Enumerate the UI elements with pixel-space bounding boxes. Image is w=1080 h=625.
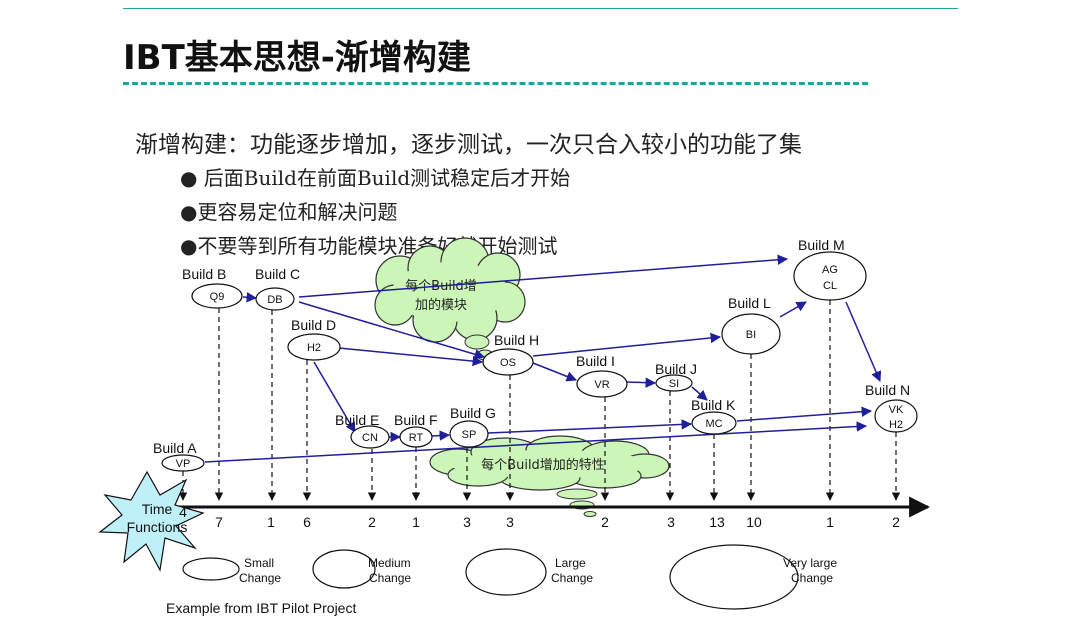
build-e: Build E CN bbox=[335, 412, 390, 449]
count-l: 10 bbox=[746, 514, 762, 530]
legend-very-large-line2: Change bbox=[791, 571, 833, 585]
build-e-label: Build E bbox=[335, 412, 379, 428]
build-d-label: Build D bbox=[291, 317, 336, 333]
legend-very-large-line1: Very large bbox=[783, 556, 837, 570]
legend-small-line1: Small bbox=[244, 556, 274, 570]
legend-large-shape bbox=[465, 548, 547, 596]
features-cloud: 每个Build增加的特性 bbox=[429, 435, 670, 517]
top-rule bbox=[123, 8, 958, 9]
legend-small-shape bbox=[182, 557, 240, 581]
footer-caption: Example from IBT Pilot Project bbox=[166, 600, 357, 616]
count-m: 1 bbox=[826, 514, 834, 530]
build-i-label: Build I bbox=[576, 353, 615, 369]
count-b: 7 bbox=[215, 514, 223, 530]
build-l: Build L BI bbox=[721, 295, 781, 355]
build-e-code: CN bbox=[362, 432, 378, 444]
build-a-code: VP bbox=[176, 458, 191, 470]
build-n-code2: H2 bbox=[889, 419, 903, 431]
build-m-code2: CL bbox=[823, 280, 837, 292]
build-g-label: Build G bbox=[450, 405, 496, 421]
build-h: Build H OS bbox=[482, 332, 539, 376]
legend-medium-line1: Medium bbox=[368, 556, 411, 570]
build-h-label: Build H bbox=[494, 332, 539, 348]
build-d: Build D H2 bbox=[287, 317, 341, 361]
build-m-code1: AG bbox=[822, 264, 838, 276]
build-b-code: Q9 bbox=[210, 291, 225, 303]
legend-small-line2: Change bbox=[239, 571, 281, 585]
build-k: Build K MC bbox=[691, 397, 737, 435]
page-title: IBT基本思想-渐增构建 bbox=[123, 38, 471, 78]
build-i-code: VR bbox=[594, 379, 609, 391]
size-legend: Small Change Medium Change Large Change … bbox=[182, 544, 837, 610]
build-n-code1: VK bbox=[889, 404, 904, 416]
count-f: 1 bbox=[412, 514, 420, 530]
count-n: 2 bbox=[892, 514, 900, 530]
build-l-code: BI bbox=[746, 329, 756, 341]
build-a: Build A VP bbox=[153, 440, 205, 472]
count-d: 6 bbox=[303, 514, 311, 530]
build-i: Build I VR bbox=[576, 353, 628, 398]
star-time-label: Time bbox=[142, 501, 173, 517]
legend-medium-shape bbox=[312, 549, 376, 589]
build-f-label: Build F bbox=[394, 412, 438, 428]
build-k-code: MC bbox=[705, 418, 722, 430]
build-c: Build C DB bbox=[255, 266, 300, 311]
star-functions-label: Functions bbox=[127, 519, 188, 535]
features-cloud-label: 每个Build增加的特性 bbox=[481, 457, 605, 473]
build-n-label: Build N bbox=[865, 382, 910, 398]
build-b: Build B Q9 bbox=[182, 266, 243, 309]
drop-lines bbox=[178, 300, 901, 501]
build-counts: 4 7 1 6 2 1 3 3 2 3 13 10 1 2 bbox=[179, 504, 900, 530]
build-l-label: Build L bbox=[728, 295, 771, 311]
build-h-code: OS bbox=[500, 357, 516, 369]
count-j: 3 bbox=[667, 514, 675, 530]
count-h: 3 bbox=[506, 514, 514, 530]
build-g: Build G SP bbox=[449, 405, 496, 448]
intro-text: 渐增构建：功能逐步增加，逐步测试，一次只合入较小的功能了集 bbox=[135, 132, 802, 158]
legend-very-large-shape bbox=[669, 544, 799, 610]
build-arrows bbox=[204, 254, 882, 463]
count-k: 13 bbox=[709, 514, 725, 530]
build-f-code: RT bbox=[409, 432, 424, 444]
build-j-code: SI bbox=[669, 378, 679, 390]
legend-large-line1: Large bbox=[555, 556, 586, 570]
build-c-code: DB bbox=[267, 294, 282, 306]
build-m: Build M AG CL bbox=[793, 237, 867, 301]
count-e: 2 bbox=[368, 514, 376, 530]
build-d-code: H2 bbox=[307, 342, 321, 354]
build-n: Build N VK H2 bbox=[865, 382, 918, 433]
build-a-label: Build A bbox=[153, 440, 197, 456]
modules-cloud: 每个Build增 加的模块 bbox=[374, 237, 526, 361]
build-c-label: Build C bbox=[255, 266, 300, 282]
count-a: 4 bbox=[179, 504, 187, 520]
count-c: 1 bbox=[267, 514, 275, 530]
time-functions-star: Time Functions bbox=[98, 470, 205, 572]
legend-medium-line2: Change bbox=[369, 571, 411, 585]
modules-cloud-line2: 加的模块 bbox=[415, 297, 467, 313]
bullet-2: ●更容易定位和解决问题 bbox=[180, 200, 398, 224]
build-j: Build J SI bbox=[655, 361, 697, 392]
build-g-code: SP bbox=[462, 429, 477, 441]
build-m-label: Build M bbox=[798, 237, 845, 253]
build-b-label: Build B bbox=[182, 266, 226, 282]
legend-large-line2: Change bbox=[551, 571, 593, 585]
count-i: 2 bbox=[601, 514, 609, 530]
build-k-label: Build K bbox=[691, 397, 736, 413]
build-f: Build F RT bbox=[394, 412, 438, 448]
count-g: 3 bbox=[463, 514, 471, 530]
title-dashed-rule bbox=[123, 82, 868, 85]
bullet-1: ● 后面Build在前面Build测试稳定后才开始 bbox=[180, 166, 571, 190]
build-j-label: Build J bbox=[655, 361, 697, 377]
